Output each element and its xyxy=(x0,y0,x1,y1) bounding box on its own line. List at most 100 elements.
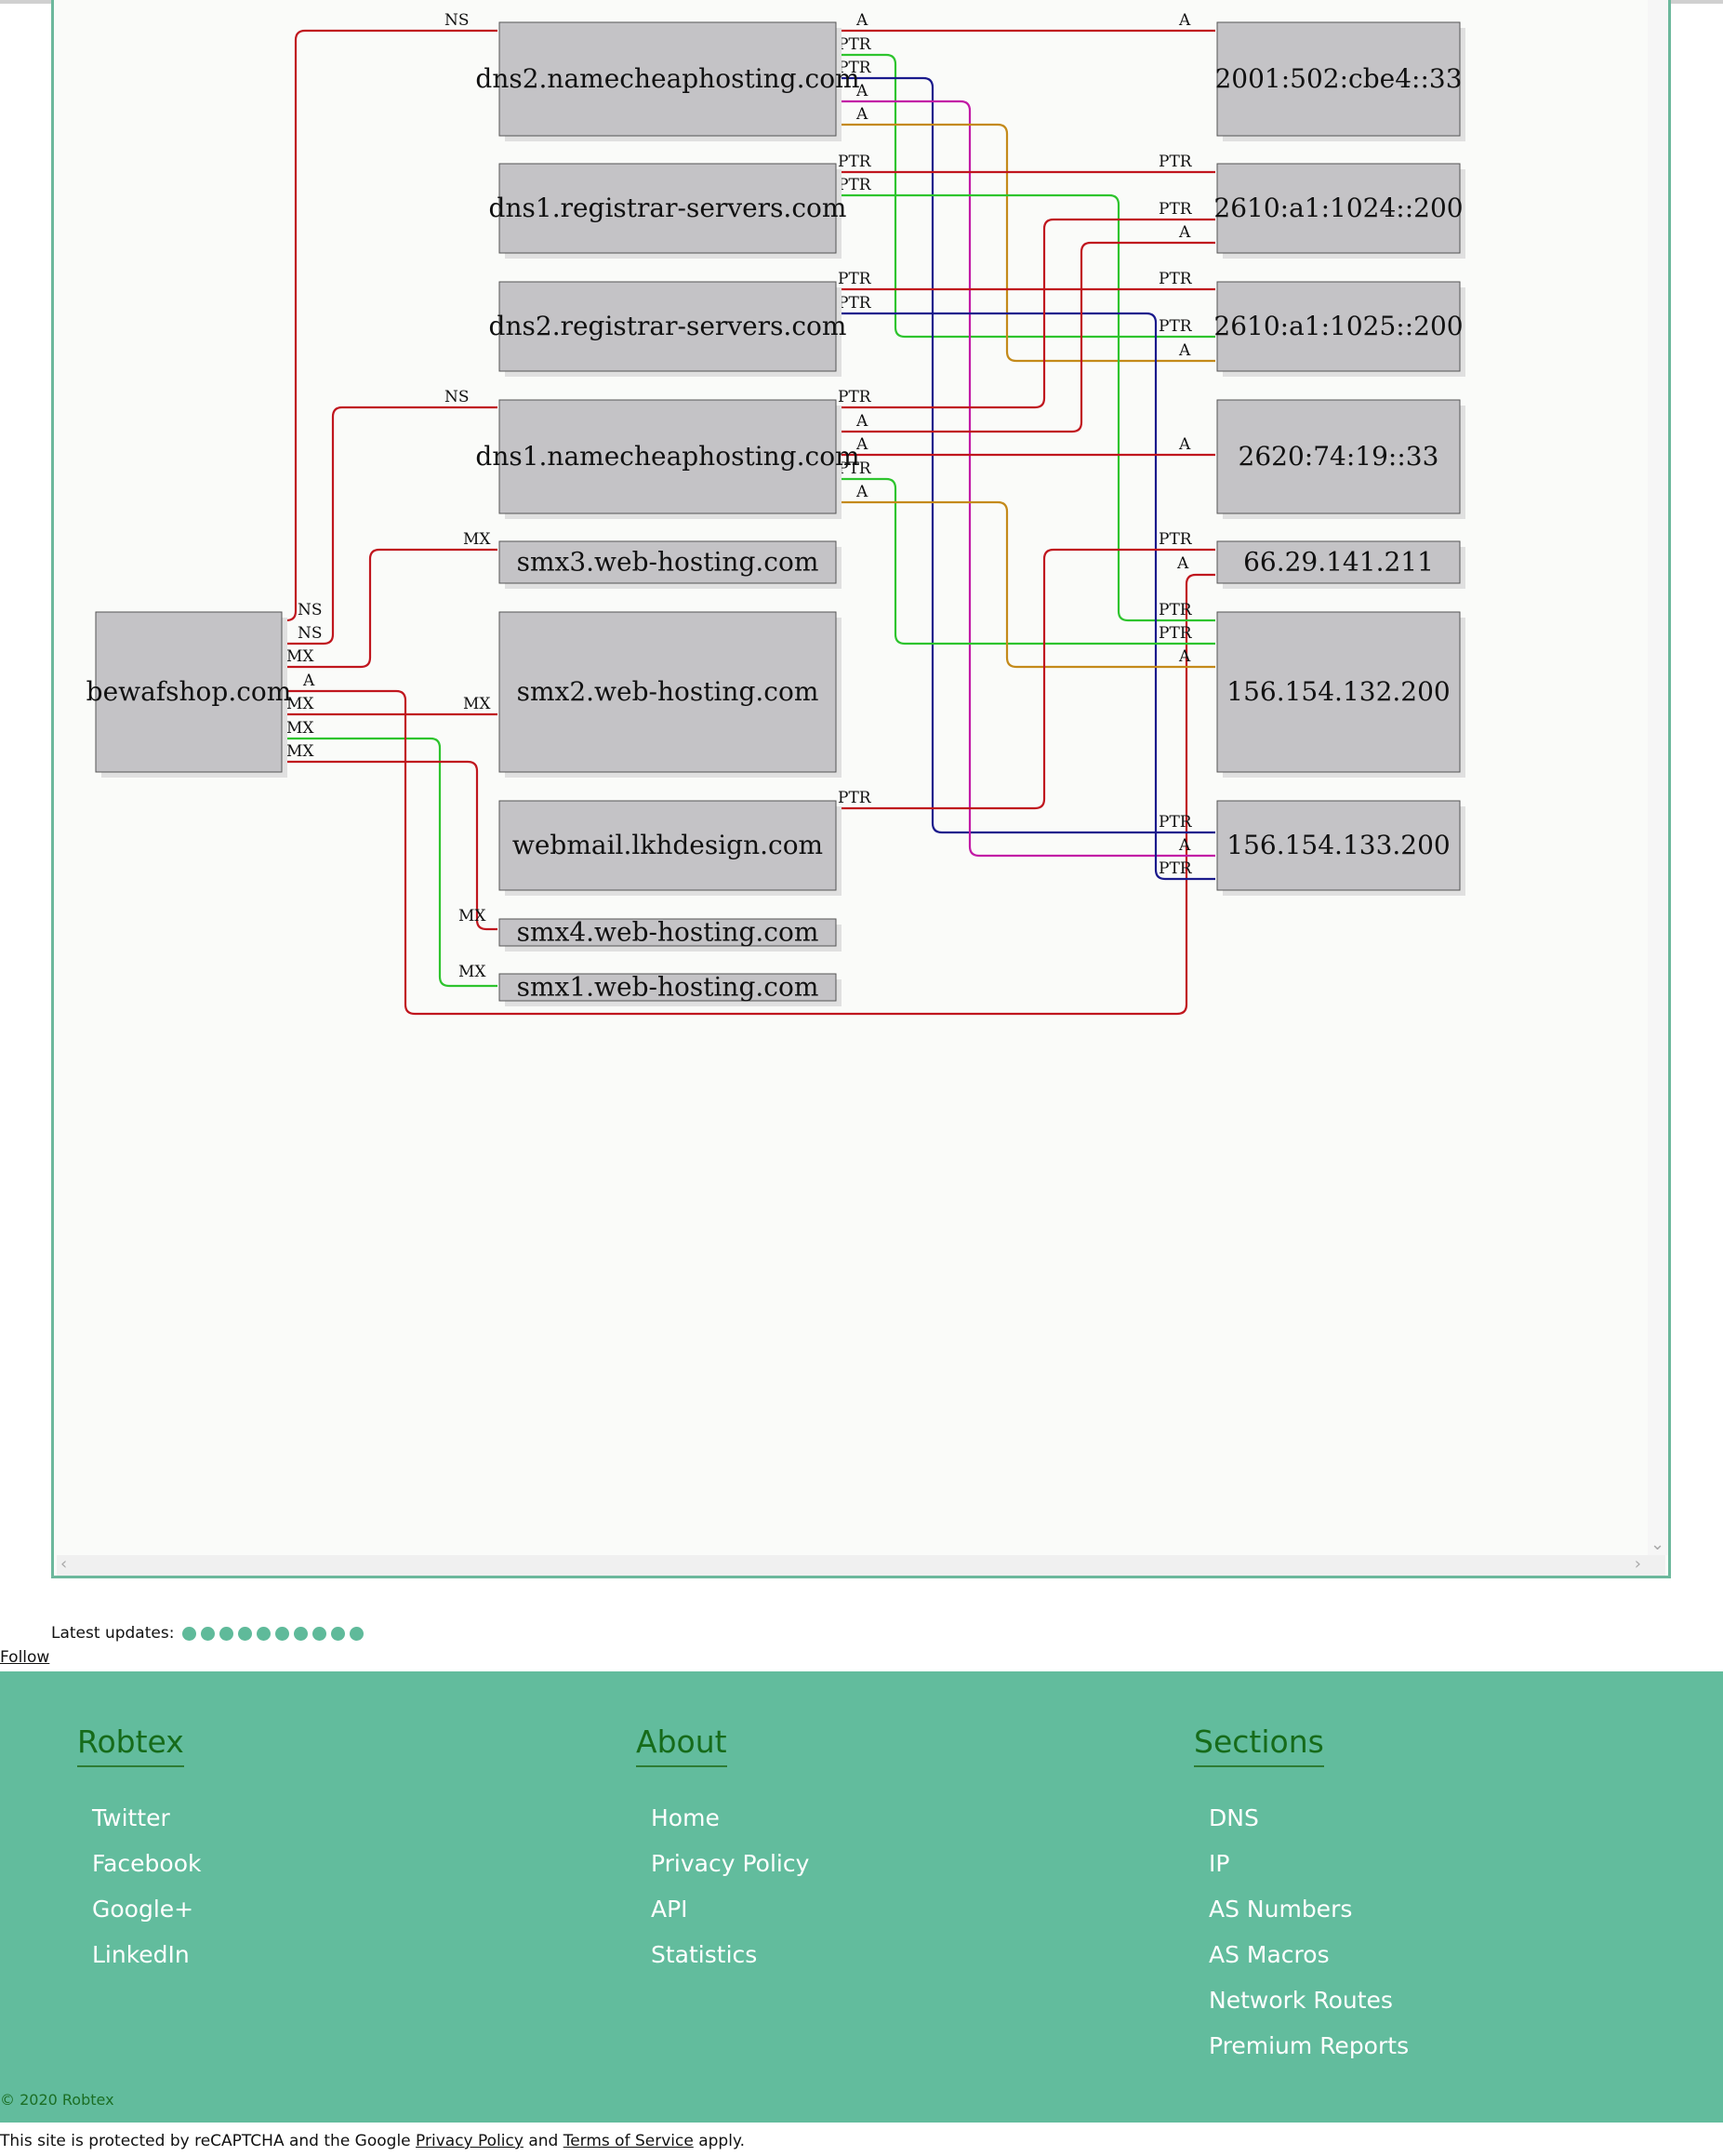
update-dot[interactable] xyxy=(294,1626,309,1641)
latest-updates: Latest updates: xyxy=(51,1620,364,1646)
footer-link-linkedin[interactable]: LinkedIn xyxy=(92,1941,190,1968)
edge-label: PTR xyxy=(838,270,872,288)
update-dot[interactable] xyxy=(219,1626,234,1641)
edge-label: PTR xyxy=(838,789,872,807)
edge-label: MX xyxy=(286,719,314,738)
edge-label: A xyxy=(1178,647,1191,666)
edge-label: NS xyxy=(298,601,323,619)
graph-edge xyxy=(838,193,1215,622)
footer-link-dns[interactable]: DNS xyxy=(1209,1804,1259,1831)
graph-node-label: 2620:74:19::33 xyxy=(1239,441,1439,472)
graph-node-label: smx3.web-hosting.com xyxy=(517,547,819,578)
follow-link[interactable]: Follow xyxy=(0,1648,50,1667)
edge-label: PTR xyxy=(1159,530,1193,549)
edge-label: MX xyxy=(286,695,314,713)
recaptcha-and: and xyxy=(528,2132,559,2150)
edge-label: A xyxy=(1178,435,1191,454)
dns-graph: NS NS NS NS MX MX MX MX MX MX MX MX A A A A PTR PTR PTR PTR… xyxy=(86,11,1465,1016)
edge-label: A xyxy=(855,483,868,501)
edge-label: NS xyxy=(444,388,470,406)
graph-node-label: 2001:502:cbe4::33 xyxy=(1214,63,1462,94)
graph-node xyxy=(498,281,837,372)
footer-link-network-routes[interactable]: Network Routes xyxy=(1209,1987,1393,2014)
edge-label: PTR xyxy=(838,59,872,77)
graph-node xyxy=(498,611,837,773)
edge-label: NS xyxy=(444,11,470,30)
horizontal-scrollbar[interactable]: ‹ › xyxy=(57,1555,1665,1576)
graph-node-label: dns1.registrar-servers.com xyxy=(489,193,847,223)
footer-link-facebook[interactable]: Facebook xyxy=(92,1850,202,1877)
graph-node-label: 2610:a1:1025::200 xyxy=(1213,311,1463,341)
update-dot[interactable] xyxy=(257,1626,272,1641)
update-dots xyxy=(178,1626,364,1641)
graph-node-label: bewafshop.com xyxy=(86,676,292,707)
edge-label: MX xyxy=(458,963,486,981)
footer-link-privacy-policy[interactable]: Privacy Policy xyxy=(651,1850,810,1877)
scroll-right-arrow-icon[interactable]: › xyxy=(1634,1554,1641,1574)
graph-edge xyxy=(284,406,497,645)
footer-link-api[interactable]: API xyxy=(651,1896,688,1923)
graph-edge xyxy=(284,29,497,622)
edge-label: PTR xyxy=(838,35,872,54)
edge-label: MX xyxy=(463,530,491,549)
graph-node-label: dns2.namecheaphosting.com xyxy=(475,63,859,94)
edge-label: PTR xyxy=(1159,317,1193,336)
graph-node xyxy=(1216,163,1461,254)
footer-link-premium-reports[interactable]: Premium Reports xyxy=(1209,2032,1410,2059)
edge-label: A xyxy=(1178,836,1191,855)
edge-label: MX xyxy=(286,647,314,666)
graph-node xyxy=(498,540,837,584)
graph-node-label: 66.29.141.211 xyxy=(1243,547,1434,578)
google-privacy-link[interactable]: Privacy Policy xyxy=(416,2132,524,2150)
footer-link-as-macros[interactable]: AS Macros xyxy=(1209,1941,1330,1968)
update-dot[interactable] xyxy=(201,1626,216,1641)
footer-link-home[interactable]: Home xyxy=(651,1804,720,1831)
footer-heading-robtex: Robtex xyxy=(77,1723,184,1767)
edge-label: PTR xyxy=(838,153,872,171)
edge-label: A xyxy=(855,105,868,124)
graph-node xyxy=(1216,21,1461,137)
scroll-down-arrow-icon[interactable]: ⌄ xyxy=(1650,1535,1665,1554)
graph-node-label: 2610:a1:1024::200 xyxy=(1213,193,1463,223)
edge-label: A xyxy=(1178,11,1191,30)
graph-node-label: 156.154.132.200 xyxy=(1226,676,1450,707)
edge-label: MX xyxy=(286,742,314,761)
graph-edge xyxy=(838,123,1215,363)
update-dot[interactable] xyxy=(350,1626,364,1641)
edge-label: A xyxy=(1178,341,1191,360)
update-dot[interactable] xyxy=(238,1626,253,1641)
edge-label: MX xyxy=(458,907,486,925)
google-terms-link[interactable]: Terms of Service xyxy=(563,2132,694,2150)
graph-node xyxy=(1216,399,1461,514)
edge-label: A xyxy=(302,672,315,690)
graph-edge xyxy=(838,241,1215,433)
footer-link-ip[interactable]: IP xyxy=(1209,1850,1230,1877)
graph-edge xyxy=(284,737,497,988)
scroll-left-arrow-icon[interactable]: ‹ xyxy=(60,1554,68,1574)
graph-node-label: smx4.web-hosting.com xyxy=(517,917,819,948)
update-dot[interactable] xyxy=(275,1626,290,1641)
graph-edge xyxy=(838,500,1215,669)
graph-node xyxy=(1216,800,1461,891)
edge-label: PTR xyxy=(838,176,872,194)
vertical-scrollbar[interactable]: ⌄ xyxy=(1648,0,1668,1555)
graph-edge xyxy=(838,312,1215,881)
footer-link-statistics[interactable]: Statistics xyxy=(651,1941,758,1968)
update-dot[interactable] xyxy=(331,1626,346,1641)
edge-label: NS xyxy=(298,624,323,643)
footer-column-sections: Sections DNS IP AS Numbers AS Macros Net… xyxy=(1194,1723,1409,2080)
graph-node-label: dns2.registrar-servers.com xyxy=(489,311,847,341)
footer-link-googleplus[interactable]: Google+ xyxy=(92,1896,194,1923)
update-dot[interactable] xyxy=(312,1626,327,1641)
graph-node xyxy=(498,21,837,137)
edge-label: PTR xyxy=(1159,153,1193,171)
graph-node xyxy=(1216,540,1461,584)
footer-link-as-numbers[interactable]: AS Numbers xyxy=(1209,1896,1353,1923)
footer-heading-sections: Sections xyxy=(1194,1723,1324,1767)
edge-label: MX xyxy=(463,695,491,713)
graph-node xyxy=(498,163,837,254)
update-dot[interactable] xyxy=(182,1626,197,1641)
footer-link-twitter[interactable]: Twitter xyxy=(92,1804,170,1831)
recaptcha-notice: This site is protected by reCAPTCHA and … xyxy=(0,2132,745,2150)
graph-edge xyxy=(838,218,1215,409)
